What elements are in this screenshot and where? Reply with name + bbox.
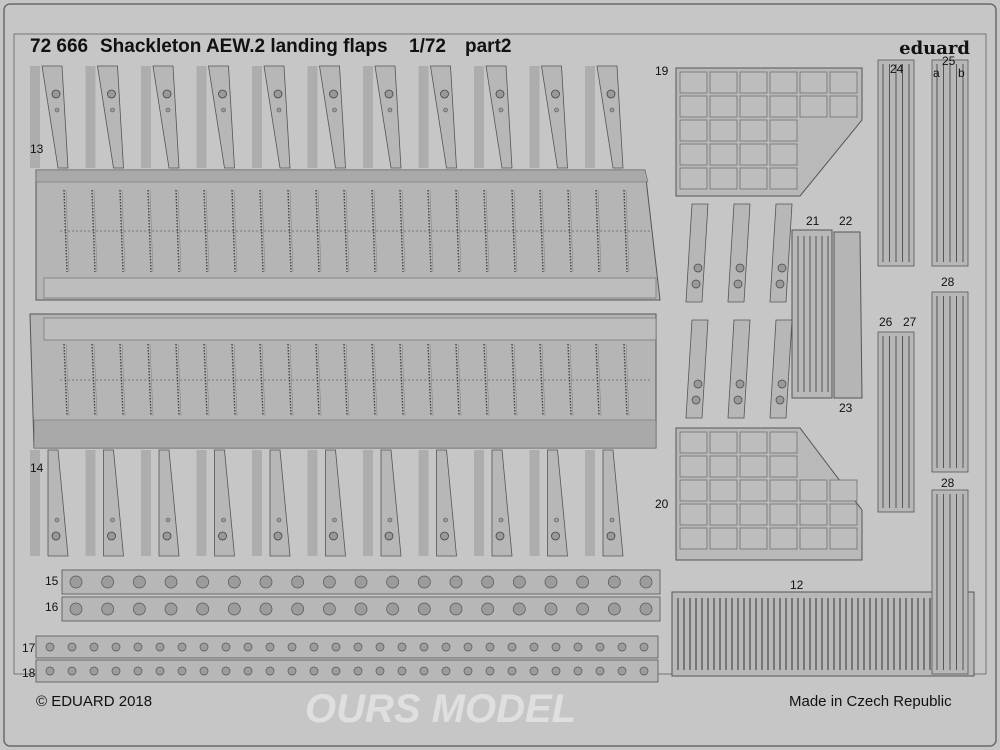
kit-title: Shackleton AEW.2 landing flaps [100,36,388,57]
label-23: 23 [839,401,853,415]
part-12-comb [671,591,975,677]
kit-scale: 1/72 [409,36,446,57]
part-14-hinge-tabs [30,449,624,557]
brand-logo: eduard [899,38,970,59]
label-20: 20 [655,497,669,511]
parts-24-28-long-strips [877,59,969,675]
label-24: 24 [890,62,904,76]
label-17: 17 [22,641,36,655]
part-13-hinge-tabs [30,65,624,169]
made-in-text: Made in Czech Republic [789,693,952,710]
kit-code: 72 666 [30,36,89,57]
label-18: 18 [22,666,36,680]
watermark-text: OURS MODEL [305,687,576,731]
label-28-top: 28 [941,275,955,289]
label-12: 12 [790,578,804,592]
label-22: 22 [839,214,853,228]
label-26: 26 [879,315,893,329]
label-16: 16 [45,600,59,614]
label-25a: a [933,66,940,80]
label-25b: b [958,66,965,80]
label-15: 15 [45,574,59,588]
label-14: 14 [30,461,44,475]
copyright-text: © EDUARD 2018 [36,693,153,710]
small-bracket-parts [685,203,793,419]
parts-15-18-perforated-strips [35,569,661,683]
label-21: 21 [806,214,820,228]
part-19-grid [675,67,863,197]
label-28-bottom: 28 [941,476,955,490]
kit-part: part2 [465,36,512,57]
label-25: 25 [942,54,956,68]
parts-21-23 [791,229,863,399]
label-27: 27 [903,315,917,329]
label-19: 19 [655,64,669,78]
label-13: 13 [30,142,44,156]
part-14-flap-panel [29,313,657,449]
part-13-flap-panel [35,169,661,301]
part-20-grid [675,427,863,561]
